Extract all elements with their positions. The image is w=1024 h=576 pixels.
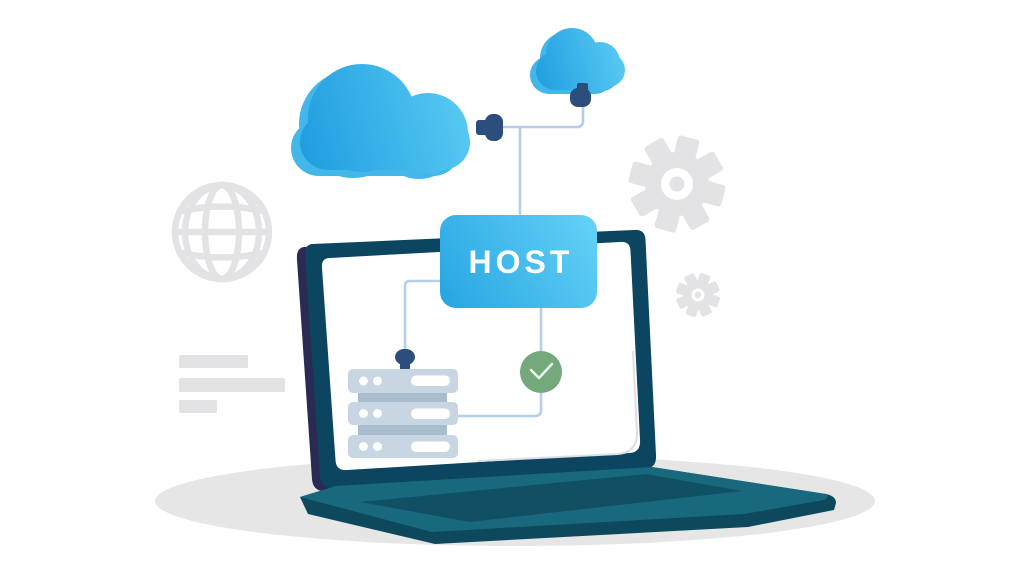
placeholder-bar	[179, 400, 217, 413]
globe-icon	[171, 181, 273, 283]
connector-host-to-server	[403, 279, 443, 352]
connector-host-to-check	[456, 307, 543, 418]
host-badge-box	[440, 215, 597, 308]
cloud-network	[291, 28, 625, 216]
keyboard-recess	[360, 474, 742, 522]
screen-reflection	[477, 351, 639, 462]
connector-clouds	[495, 104, 585, 129]
server-unit	[348, 402, 458, 425]
placeholder-bar	[179, 355, 248, 368]
server-unit	[348, 435, 458, 458]
gear-small-icon	[676, 273, 720, 317]
background-icons	[171, 135, 726, 413]
server-rack-icon	[348, 369, 458, 458]
large-cloud-plug	[476, 114, 503, 141]
text-placeholder-bars	[179, 355, 285, 413]
server-unit	[348, 369, 458, 393]
laptop-base	[300, 467, 836, 544]
cloud-icon-large	[291, 64, 470, 179]
server-divider	[358, 421, 447, 439]
placeholder-bar	[179, 378, 285, 392]
screen-content	[348, 279, 562, 458]
server-slots	[411, 375, 450, 452]
check-icon	[529, 362, 554, 380]
host-badge: HOST	[440, 215, 597, 308]
gear-large-icon	[628, 135, 726, 233]
server-plug	[395, 349, 415, 370]
server-leds	[359, 376, 382, 451]
small-cloud-plug	[570, 83, 591, 107]
check-circle	[520, 351, 562, 393]
host-label: HOST	[469, 244, 574, 280]
